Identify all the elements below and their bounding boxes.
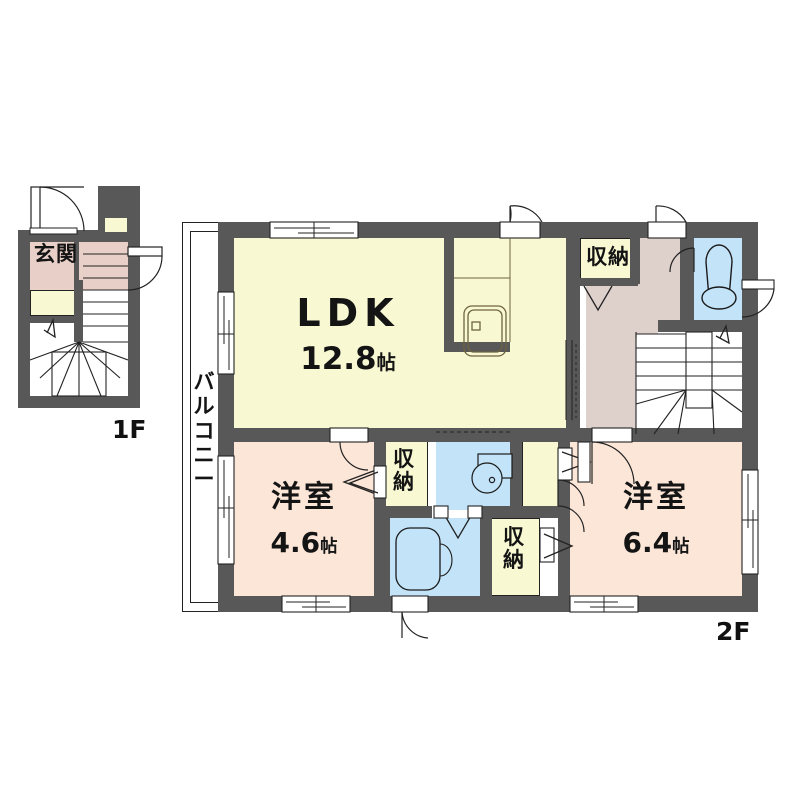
f2-wall-ldk-right xyxy=(566,222,580,434)
closet-top-label: 収納 xyxy=(586,245,630,269)
f2-wall-bath-left xyxy=(380,510,390,596)
bedroom1-label: 洋室 xyxy=(271,480,337,515)
bedroom1-fill xyxy=(234,440,374,596)
ldk-label: LDK xyxy=(296,291,400,335)
kitchen-wall-left xyxy=(444,238,454,350)
f2-wall-closet-strip-bottom xyxy=(492,506,570,518)
closet-lower-fill xyxy=(488,518,540,596)
floor2-label: 2F xyxy=(716,617,751,646)
bedroom2-label: 洋室 xyxy=(623,480,689,515)
f1-partition-stub-top xyxy=(74,242,79,282)
closet-center-fill xyxy=(380,440,428,510)
closet-lower-label: 収納 xyxy=(503,525,525,573)
f2-wall-hall-right xyxy=(680,238,694,322)
f1-cream-cell xyxy=(105,218,127,232)
f2-wall-washroom-right xyxy=(510,440,522,510)
closet-center-label: 収納 xyxy=(393,447,415,495)
f1-genkan-label: 玄関 xyxy=(34,242,78,266)
f2-wall-toilet-bottom xyxy=(658,320,758,332)
f1-partition-vertical xyxy=(74,280,83,342)
f1-genkan-hall xyxy=(30,242,77,290)
f2-wall-closet-top-under xyxy=(580,278,638,286)
ldk-area-label: 12.8帖 xyxy=(300,341,396,377)
floor1-block: 玄関 1F xyxy=(0,0,200,460)
balcony-label: バ ル コ ニ ー xyxy=(193,370,215,492)
kitchen-counter-bottom xyxy=(444,342,510,352)
f2-wall-bath-right xyxy=(480,506,492,596)
bedroom2-fill xyxy=(570,440,742,596)
bedroom2-area-label: 6.4帖 xyxy=(622,526,690,559)
bedroom1-area-label: 4.6帖 xyxy=(270,526,338,559)
f1-stairs xyxy=(29,186,163,397)
f2-wall-closet-top-right xyxy=(630,238,640,284)
f1-shoebox-fill xyxy=(30,290,77,316)
hall-fill-closet-overlap xyxy=(580,238,636,284)
floor1-label: 1F xyxy=(112,415,147,444)
